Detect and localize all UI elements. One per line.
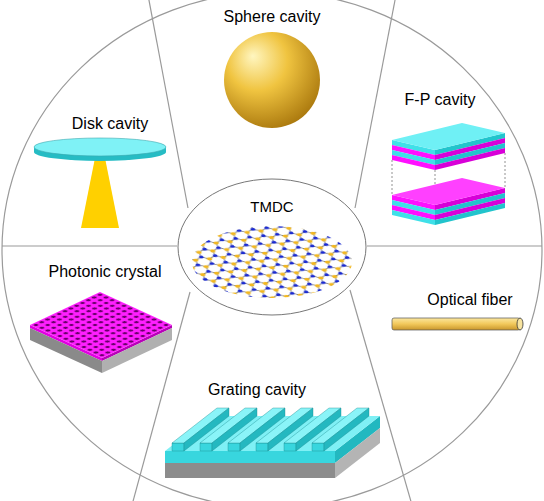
photonic-crystal-figure <box>30 292 172 373</box>
sector-label: F-P cavity <box>405 91 476 109</box>
sector-label: TMDC <box>250 198 293 215</box>
sector-label-node: Optical fiber <box>424 290 515 310</box>
sector-label-node: Grating cavity <box>205 380 309 400</box>
tmdc-lattice <box>180 220 364 304</box>
sector-label-node: Photonic crystal <box>46 262 165 282</box>
disk-cavity-figure <box>34 138 166 228</box>
sector-label-node: Sphere cavity <box>221 7 324 27</box>
sector-label: Optical fiber <box>427 291 512 309</box>
fp-cavity-figure <box>392 123 505 225</box>
sector-label: Grating cavity <box>208 381 306 399</box>
sector-label: Sphere cavity <box>224 8 321 26</box>
grating-cavity-figure <box>165 408 380 478</box>
sector-label-node: Disk cavity <box>69 114 151 134</box>
center-label-node: TMDC <box>247 197 296 216</box>
sector-label: Disk cavity <box>72 115 148 133</box>
tmdc-ellipse <box>178 179 366 315</box>
sector-label-node: F-P cavity <box>402 90 479 110</box>
sector-label: Photonic crystal <box>49 263 162 281</box>
optical-fiber-figure <box>392 318 523 330</box>
sphere-cavity-figure <box>224 32 320 128</box>
